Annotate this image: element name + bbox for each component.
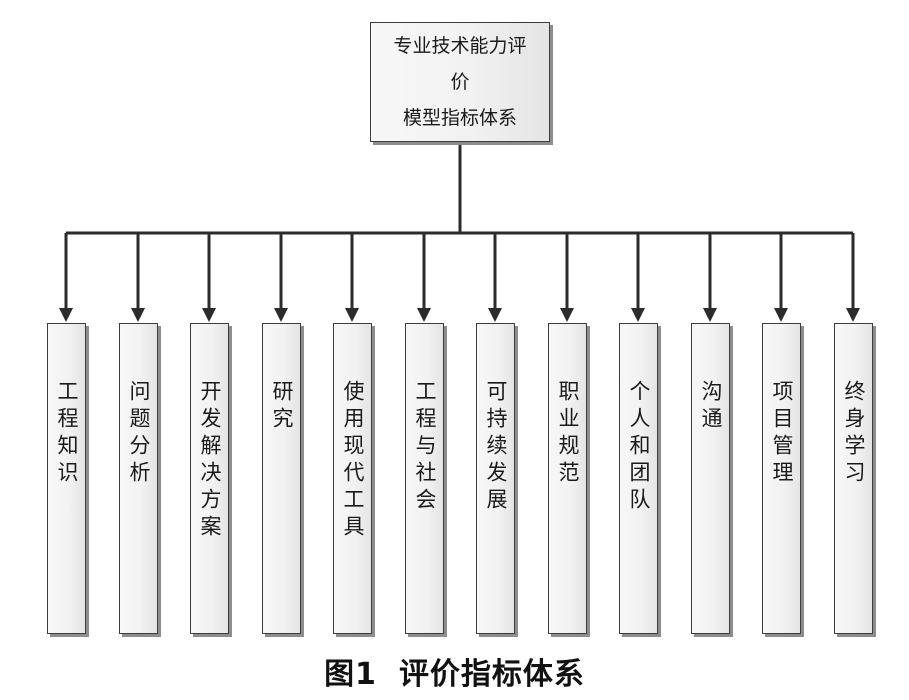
arrow-head-icon: [131, 308, 145, 322]
figure-number: 图1: [324, 657, 377, 692]
root-title-line-2: 模型指标体系: [402, 107, 517, 129]
leaf-node-sustainability: 可持续发展: [476, 323, 515, 634]
arrow-head-icon: [274, 308, 288, 322]
leaf-node-project-management: 项目管理: [762, 323, 801, 634]
leaf-node-research: 研究: [262, 323, 301, 634]
leaf-label: 项目管理: [770, 380, 794, 488]
arrow-head-icon: [703, 308, 717, 322]
leaf-label: 开发解决方案: [198, 380, 222, 542]
arrow-head-icon: [59, 308, 73, 322]
arrow-head-icon: [202, 308, 216, 322]
leaf-node-engineering-society: 工程与社会: [405, 323, 444, 634]
leaf-label: 问题分析: [127, 380, 151, 488]
leaf-node-problem-analysis: 问题分析: [119, 323, 158, 634]
figure-title: 评价指标体系: [398, 657, 585, 692]
arrow-head-icon: [488, 308, 502, 322]
leaf-label: 使用现代工具: [341, 380, 365, 542]
leaf-label: 可持续发展: [484, 380, 508, 515]
leaf-node-communication: 沟通: [691, 323, 730, 634]
leaf-label: 沟通: [699, 380, 723, 434]
root-title-line-1: 专业技术能力评价: [393, 35, 527, 93]
leaf-label: 工程与社会: [413, 380, 437, 515]
leaf-label: 工程知识: [55, 380, 79, 488]
figure-caption: 图1 评价指标体系: [0, 649, 909, 693]
leaf-label: 个人和团队: [627, 380, 651, 515]
leaf-node-professional-norms: 职业规范: [548, 323, 587, 634]
arrow-head-icon: [345, 308, 359, 322]
leaf-node-lifelong-learning: 终身学习: [834, 323, 873, 634]
root-node: 专业技术能力评价 模型指标体系: [370, 22, 550, 142]
leaf-node-engineering-knowledge: 工程知识: [47, 323, 86, 634]
leaf-label: 研究: [270, 380, 294, 434]
leaf-node-modern-tools: 使用现代工具: [333, 323, 372, 634]
arrow-head-icon: [774, 308, 788, 322]
arrow-head-icon: [631, 308, 645, 322]
leaf-node-design-solutions: 开发解决方案: [190, 323, 229, 634]
leaf-node-individual-team: 个人和团队: [619, 323, 658, 634]
leaf-label: 终身学习: [842, 380, 866, 488]
arrow-head-icon: [846, 308, 860, 322]
leaf-label: 职业规范: [556, 380, 580, 488]
arrow-head-icon: [560, 308, 574, 322]
arrow-head-icon: [417, 308, 431, 322]
